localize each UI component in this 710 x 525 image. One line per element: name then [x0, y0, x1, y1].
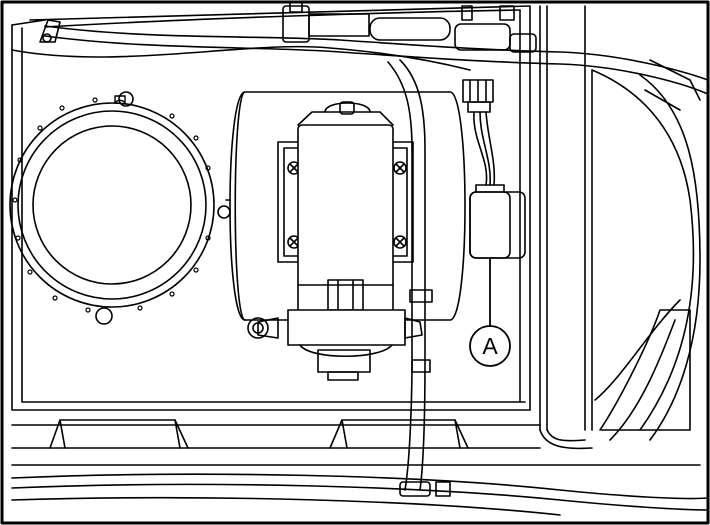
callout-a-label: A [482, 333, 498, 359]
pressure-switch [462, 79, 526, 327]
callout-a [469, 325, 511, 367]
housing [11, 5, 701, 466]
pump-motor [247, 101, 451, 497]
top-connectors [39, 1, 537, 53]
tank [225, 91, 466, 321]
right-side-structure [591, 59, 701, 441]
bottom-ribs [49, 419, 469, 449]
hoses [11, 25, 709, 516]
round-filter-cap [9, 91, 231, 325]
